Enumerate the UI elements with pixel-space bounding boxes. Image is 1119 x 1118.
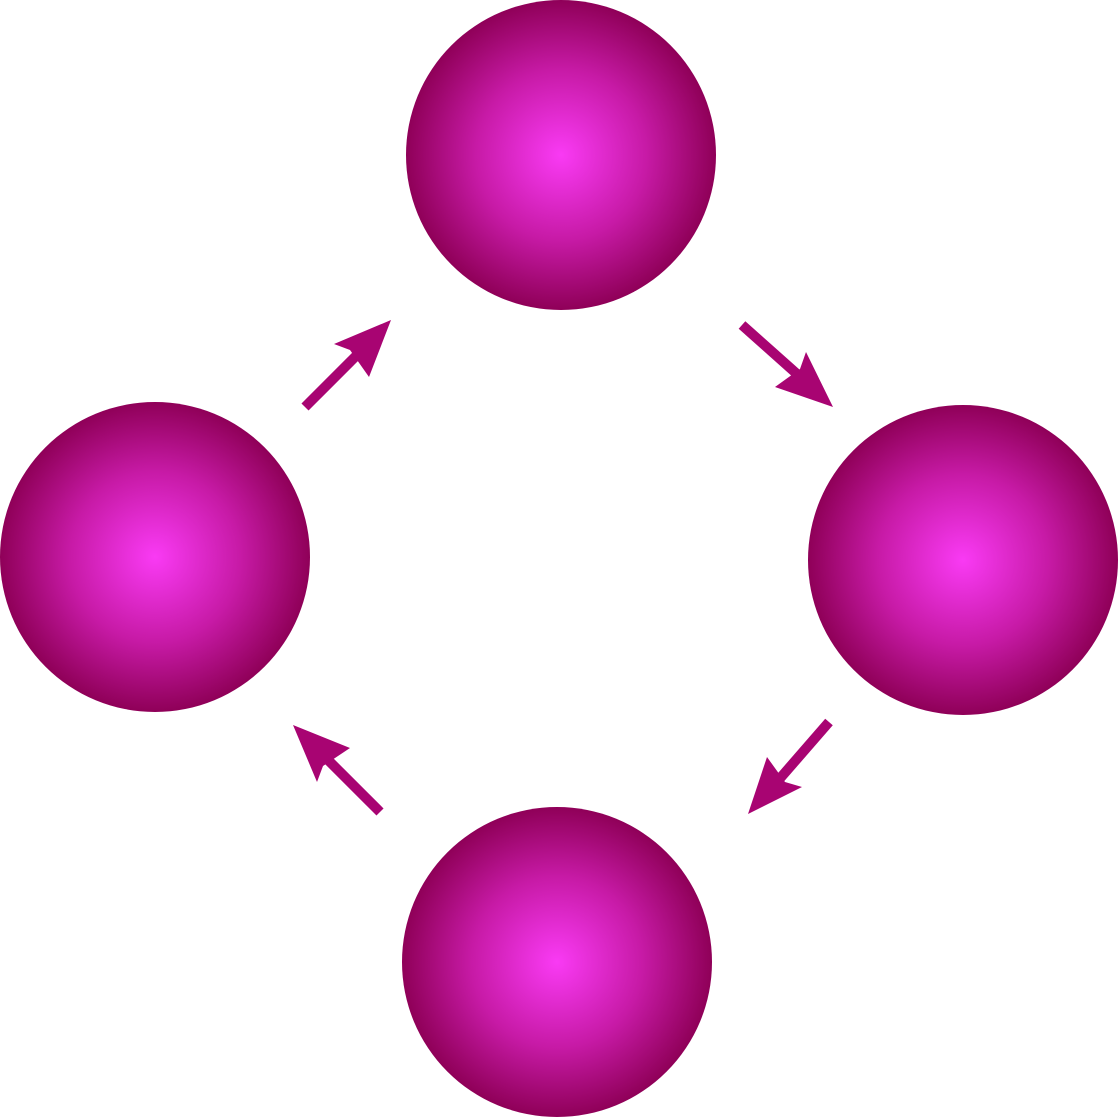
arrow-icon (748, 718, 833, 814)
node-left (0, 402, 310, 712)
arrow-icon (301, 320, 391, 411)
edge-group (293, 320, 833, 816)
arrow-icon (293, 725, 384, 816)
arrow-icon (738, 321, 833, 407)
node-right (808, 405, 1118, 715)
node-bottom (402, 807, 712, 1117)
node-top (406, 0, 716, 310)
